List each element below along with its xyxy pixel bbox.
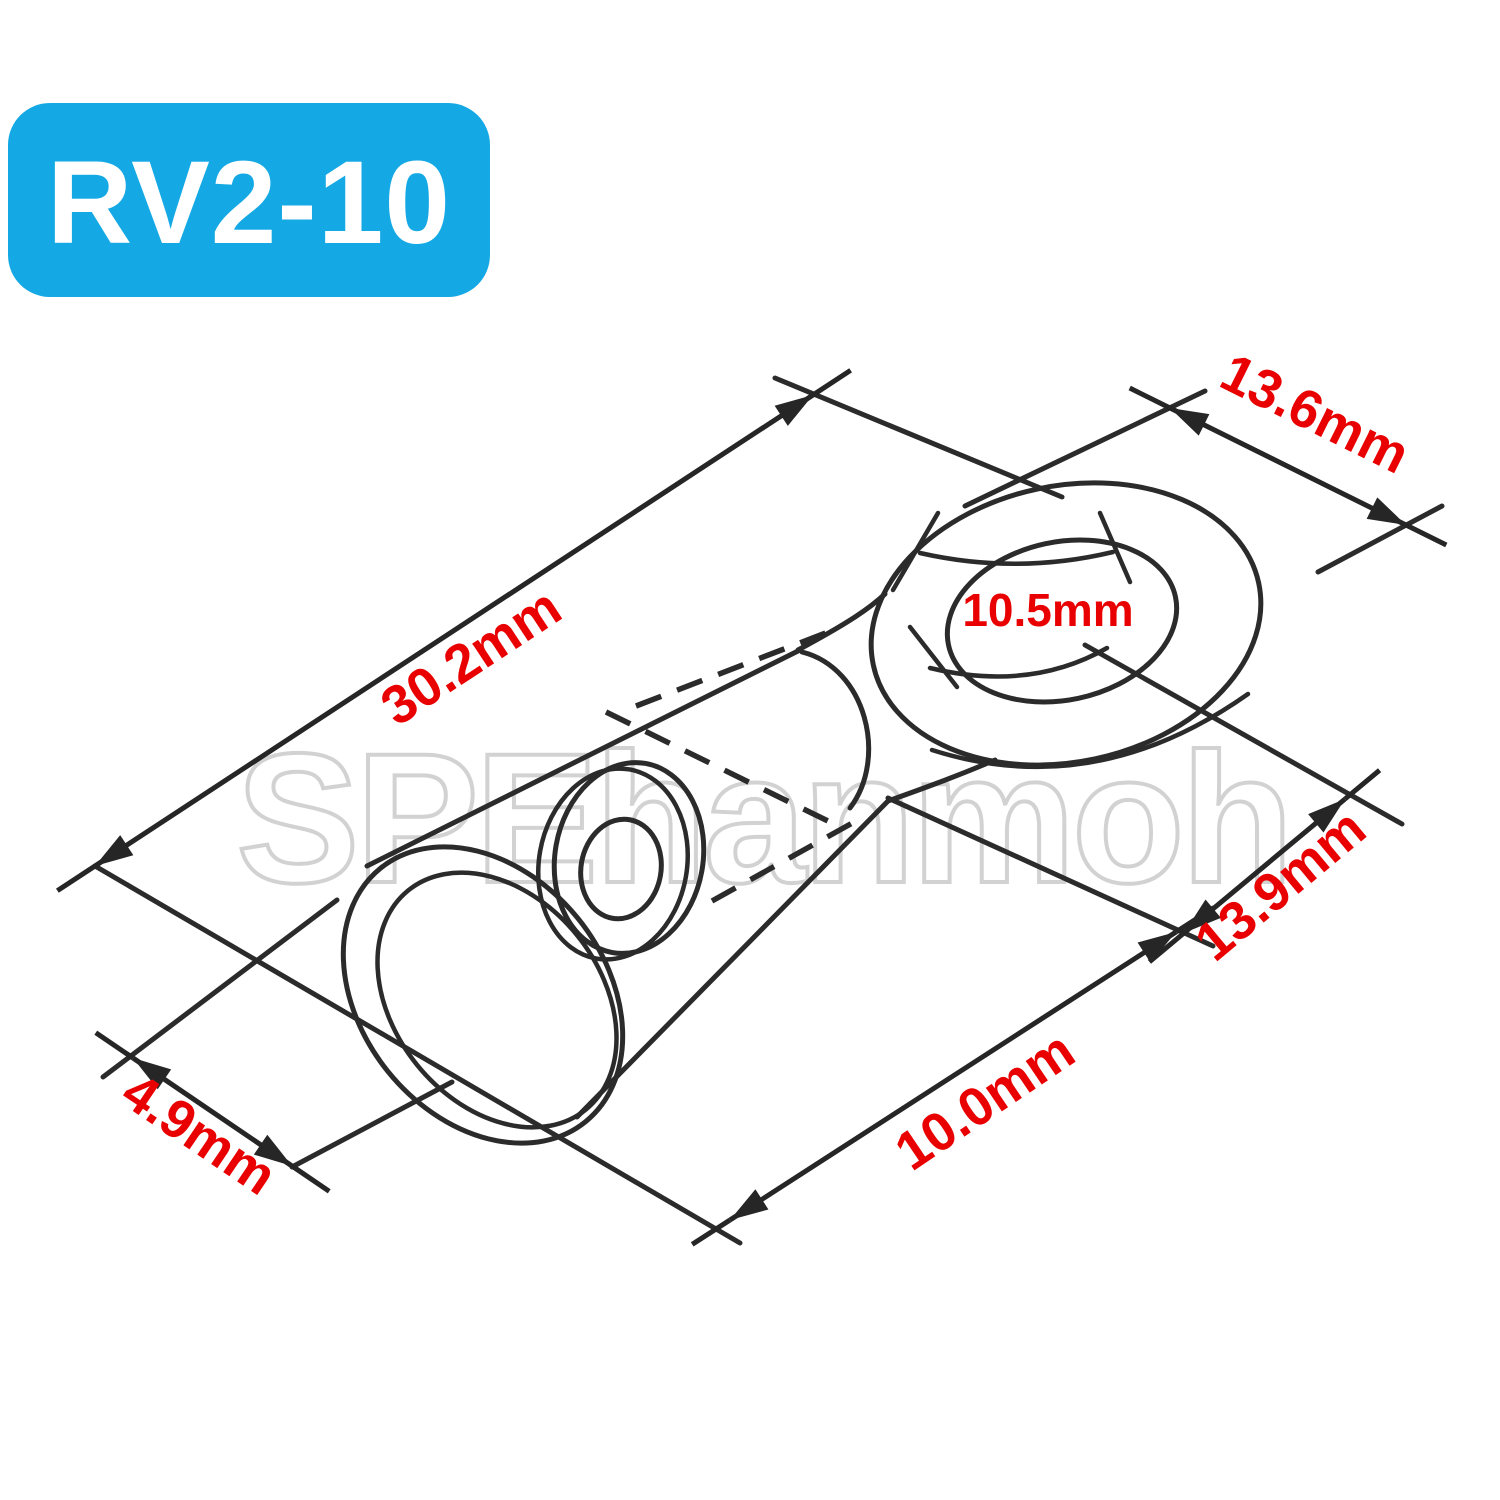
dimension-arrowhead	[1137, 932, 1176, 963]
dimension-tail	[1404, 522, 1448, 548]
sleeve-front-outer-rim	[340, 844, 626, 1146]
dimension-tail	[56, 863, 97, 893]
extension-ring-right	[1315, 503, 1445, 575]
center-tick-lower-left	[907, 624, 960, 690]
dimension-arrowhead	[1366, 497, 1406, 525]
wire-entry-hole	[578, 816, 664, 922]
center-tick-upper-left	[890, 510, 941, 593]
dimension-tail	[94, 1030, 135, 1061]
dimension-arrowhead	[1170, 408, 1210, 436]
dimension-tail	[811, 368, 852, 398]
dimension-lines	[56, 368, 1448, 1247]
dimension-tail	[1174, 905, 1216, 935]
extension-sleeve-top-front	[100, 897, 340, 1080]
dimension-arrowhead	[133, 1058, 172, 1090]
hole-chamfer-top	[917, 549, 1116, 566]
metal-barrel-face-outer	[551, 760, 707, 956]
dimension-tail	[1128, 385, 1172, 411]
hidden-bore-top	[635, 626, 837, 709]
dimension-line-overall-length	[93, 392, 815, 869]
part-number-badge: RV2-10	[8, 103, 490, 297]
dimension-arrowhead	[95, 835, 134, 866]
dimension-arrowhead	[774, 395, 813, 426]
dimension-arrowhead	[1308, 799, 1345, 833]
dimension-arrowhead	[730, 1189, 769, 1220]
hole-chamfer-bottom	[927, 645, 1110, 679]
label-ring-hole-diameter: 10.5mm	[962, 584, 1133, 636]
dimension-tail	[690, 1217, 732, 1247]
ring-thickness-arc	[929, 691, 1251, 770]
barrel-top-edge	[364, 647, 803, 869]
hidden-bore-cone-lower	[710, 818, 858, 904]
sleeve-end-arc	[799, 649, 872, 811]
badge-label: RV2-10	[47, 137, 451, 269]
dimension-line-barrel-length	[728, 929, 1178, 1223]
dimension-tail	[290, 1163, 331, 1194]
label-overall-length: 30.2mm	[371, 577, 572, 738]
extension-ring-top-right	[962, 388, 1208, 509]
ring-hole-edge	[944, 537, 1180, 705]
barrel-bottom-edge	[574, 798, 891, 1120]
center-tick-upper-right	[1097, 510, 1133, 585]
extension-lines	[92, 375, 1445, 1246]
extension-ring-top-left	[772, 375, 1065, 500]
label-ring-outer-width: 13.6mm	[1212, 342, 1419, 485]
metal-barrel-face-thickness	[535, 766, 691, 962]
terminal-drawing	[340, 480, 1264, 1146]
label-sleeve-entry-width: 4.9mm	[111, 1061, 286, 1206]
dimension-line-ring-outer-width	[1168, 405, 1408, 528]
extension-neck	[885, 795, 1216, 949]
extension-left-long	[92, 863, 743, 1246]
badge-background	[8, 103, 490, 297]
dimension-arrowhead	[253, 1134, 292, 1166]
dimension-tail	[1343, 768, 1382, 801]
extension-sleeve-bottom-front	[289, 1079, 455, 1170]
